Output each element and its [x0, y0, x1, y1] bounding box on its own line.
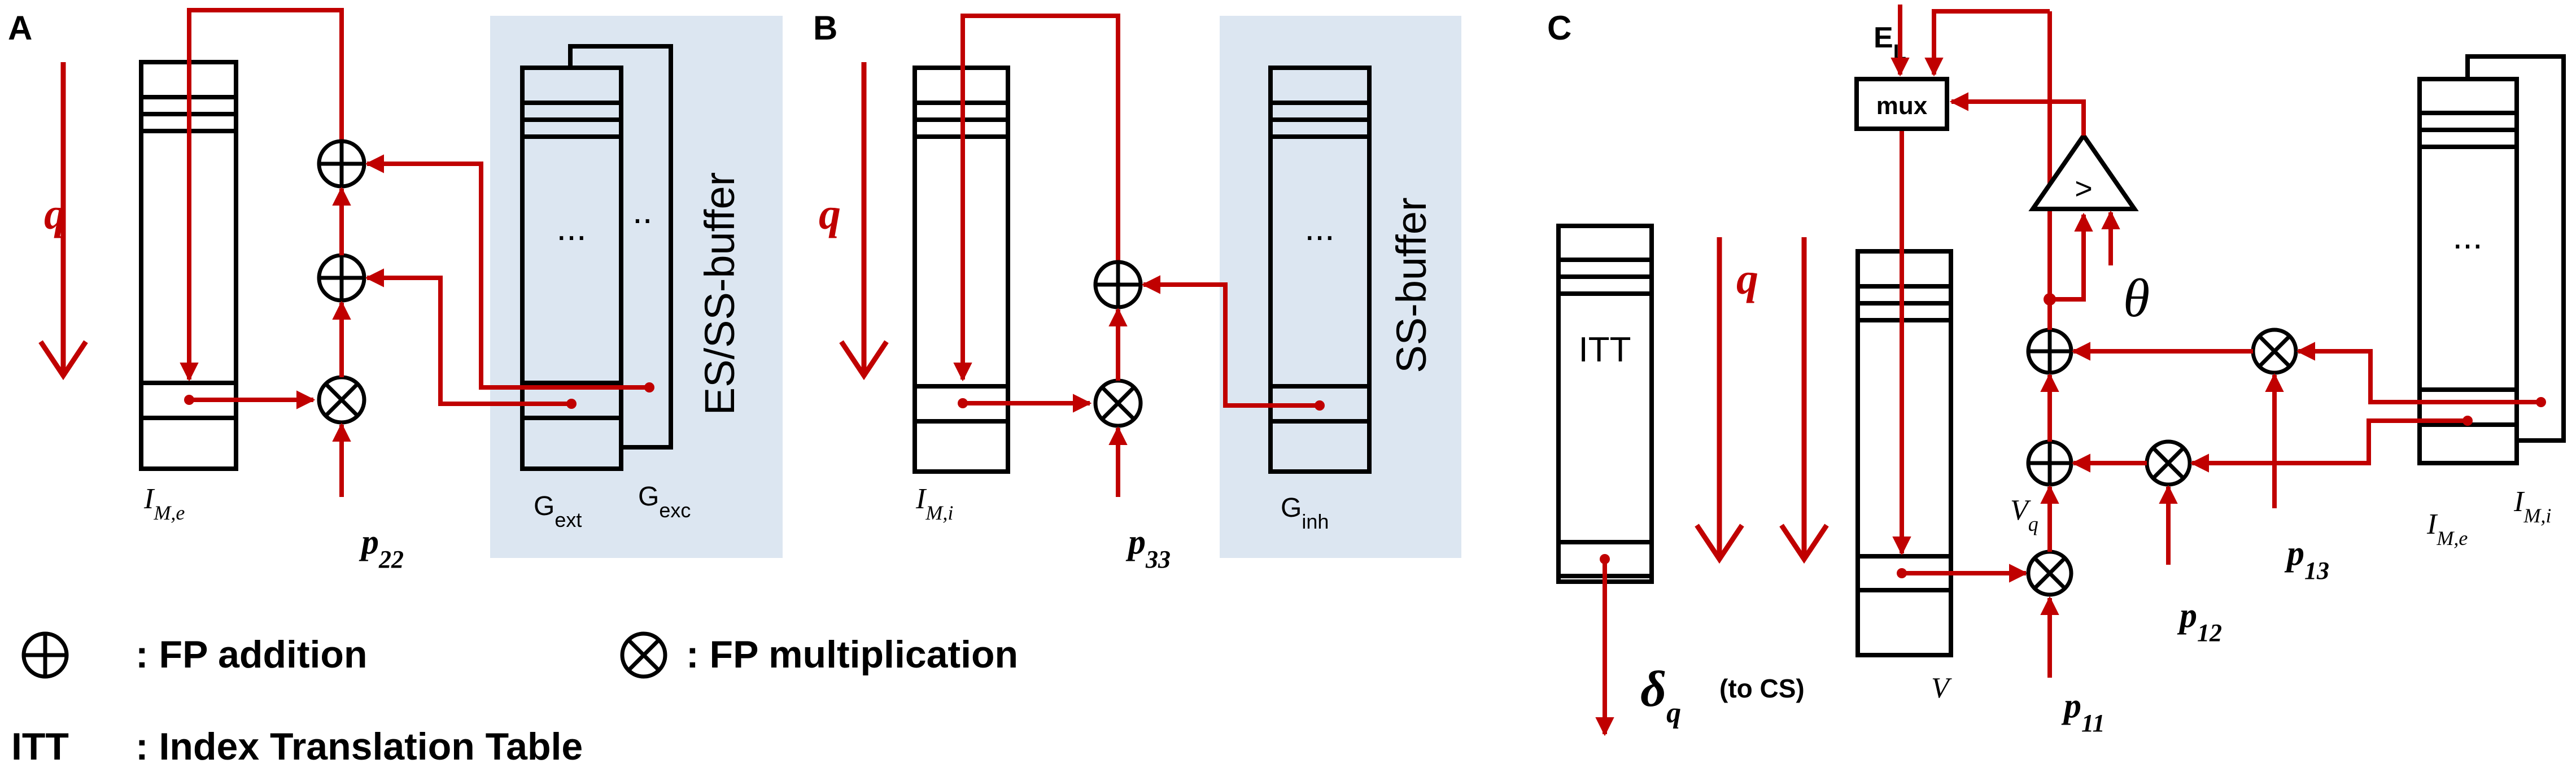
panel-c-junction-to-comparator — [2050, 212, 2093, 302]
panel-c-buffer-front — [2417, 77, 2519, 465]
panel-c-mux-feedback — [1924, 9, 2050, 77]
panel-c-delta-note: (to CS) — [1719, 674, 1805, 703]
panel-a-gexc-path — [365, 154, 649, 390]
panel-a-memory-column — [139, 60, 238, 471]
panel-c-delta-label: δq — [1640, 661, 1681, 729]
panel-c-mux-label: mux — [1876, 92, 1928, 120]
legend-add-symbol — [21, 631, 69, 679]
panel-c-itt-column — [1556, 224, 1654, 584]
legend-mul-text: : FP multiplication — [686, 633, 1018, 676]
panel-b-ginh-path — [1141, 275, 1320, 408]
panel-b: B q IM,i p33 SS-buffer — [813, 9, 1461, 573]
panel-a-buffer-ellipsis: ... — [556, 207, 586, 248]
panel-c-imi-path — [2296, 342, 2541, 404]
panel-b-q-label: q — [819, 189, 841, 238]
panel-a-p-label: p22 — [359, 523, 404, 573]
panel-b-feedback-path — [953, 14, 1120, 382]
panel-c-mux-box — [1854, 77, 1949, 131]
panel-b-adder — [1093, 260, 1143, 309]
panel-c-imi-label: IM,i — [2513, 486, 2551, 527]
panel-b-multiplier — [1093, 378, 1143, 428]
panel-c-comparator — [2028, 131, 2139, 211]
panel-c-ime-label: IM,e — [2426, 508, 2468, 549]
panel-a-gext-label: Gext — [534, 491, 582, 531]
panel-c: C EL mux > θ q ITT — [1547, 5, 2566, 737]
panel-b-memory-label: IM,i — [915, 483, 953, 524]
panel-a-q-arrowhead — [38, 340, 88, 381]
legend-itt-text: : Index Translation Table — [136, 725, 583, 768]
panel-c-ime-path — [2190, 418, 2468, 473]
panel-a-memory-label: IM,e — [143, 483, 185, 524]
panel-c-q-label: q — [1736, 254, 1758, 303]
panel-c-p12-label: p12 — [2177, 596, 2222, 647]
panel-a-gext-path — [365, 268, 571, 406]
panel-a-adder-lower — [317, 253, 366, 303]
panel-b-buffer-name: SS-buffer — [1388, 197, 1435, 373]
panel-c-multiplier-p13 — [2251, 328, 2298, 375]
panel-a-q-label: q — [44, 189, 66, 238]
legend-add-text: : FP addition — [136, 633, 368, 676]
panel-b-buffer — [1268, 66, 1372, 474]
panel-c-adder-lower — [2026, 439, 2073, 487]
panel-a-letter: A — [8, 9, 32, 47]
legend: : FP addition : FP multiplication ITT : … — [11, 631, 1018, 768]
panel-a-gexc-label: Gexc — [638, 482, 691, 522]
panel-b-ginh-label: Ginh — [1281, 493, 1329, 533]
panel-a-buffer-name: ES/SS-buffer — [696, 172, 743, 416]
panel-c-comparator-symbol: > — [2075, 172, 2093, 206]
panel-a: A q IM,e — [8, 8, 783, 573]
panel-c-q-arrowhead-2 — [1779, 524, 1829, 564]
legend-mul-symbol — [620, 631, 667, 679]
panel-c-letter: C — [1547, 9, 1571, 47]
panel-b-letter: B — [813, 9, 837, 47]
panel-b-buffer-ellipsis: ... — [1304, 207, 1334, 248]
panel-c-v-label: V — [1931, 672, 1952, 704]
panel-c-comparator-to-mux — [1949, 92, 2086, 136]
panel-a-buffer-ellipsis-back: .. — [632, 190, 653, 231]
panel-c-v-column — [1855, 249, 1953, 657]
panel-b-p-label: p33 — [1125, 523, 1171, 573]
panel-c-itt-label: ITT — [1579, 330, 1631, 369]
panel-c-multiplier-v — [2026, 549, 2073, 597]
panel-c-adder-upper — [2026, 328, 2073, 375]
panel-c-p13-label: p13 — [2284, 534, 2329, 585]
panel-c-p11-label: p11 — [2061, 687, 2105, 737]
panel-a-multiplier — [317, 375, 366, 425]
panel-b-q-arrowhead — [839, 340, 889, 381]
panel-c-vq-label: Vq — [2010, 494, 2038, 535]
panel-a-feedback-path — [180, 8, 344, 382]
panel-a-adder-upper — [317, 139, 366, 189]
panel-c-buffer-ellipsis: ... — [2452, 216, 2482, 256]
panel-c-multiplier-p12 — [2145, 439, 2192, 487]
panel-c-theta: θ — [2123, 268, 2150, 328]
panel-c-q-arrowhead-1 — [1695, 524, 1744, 564]
legend-itt-key: ITT — [11, 725, 69, 768]
